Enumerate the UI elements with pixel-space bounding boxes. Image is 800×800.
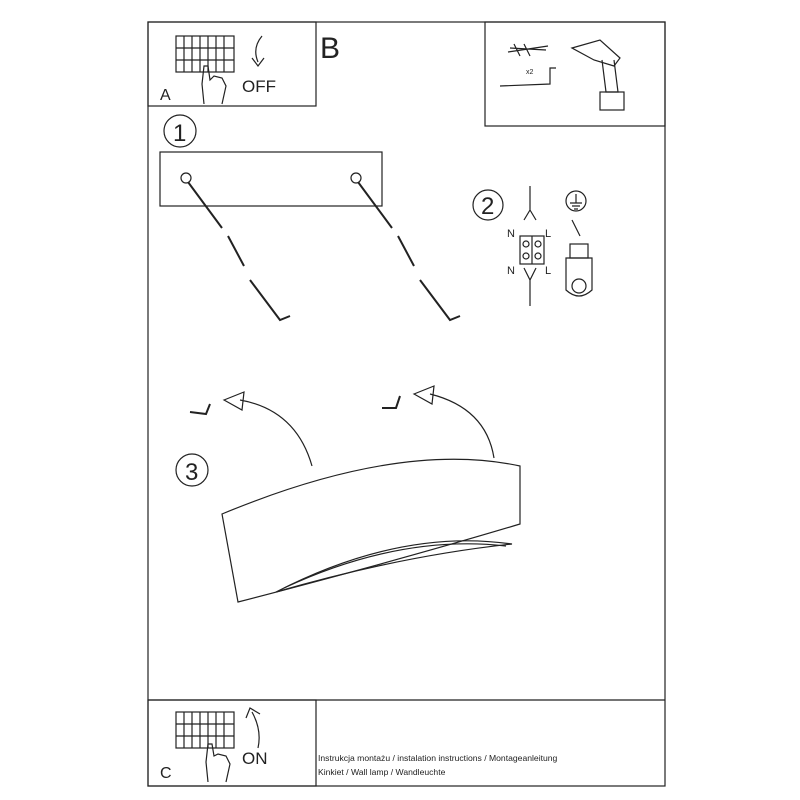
fuse-box-icon — [175, 35, 235, 73]
arrow-down-icon — [251, 35, 265, 67]
right-hook-icon — [382, 395, 401, 409]
wall-plug-icon — [507, 43, 549, 57]
panel-c-on-label: ON — [242, 749, 268, 768]
wire-live-in: L — [545, 228, 551, 240]
left-mount-arrow — [222, 391, 313, 467]
panel-b-letter: B — [320, 32, 340, 65]
ground-terminal-icon — [565, 219, 593, 297]
step-2-number: 2 — [481, 193, 494, 220]
right-mount-arrow — [412, 385, 495, 459]
panel-a-switch-off: A OFF — [147, 21, 317, 107]
wall-plate — [159, 151, 383, 207]
terminal-block-icon — [519, 186, 545, 306]
right-fixing-set — [350, 172, 461, 322]
hand-icon — [205, 743, 231, 783]
arrow-up-icon — [245, 707, 261, 749]
footer-subtitle: Kinkiet / Wall lamp / Wandleuchte — [318, 767, 446, 777]
page-frame — [147, 21, 666, 787]
footer-title: Instrukcja montażu / instalation instruc… — [318, 753, 558, 763]
panel-c-switch-on: C ON — [147, 699, 317, 787]
quantity-label: x2 — [526, 69, 534, 76]
drill-icon — [570, 39, 625, 111]
step-2-badge — [472, 189, 504, 221]
panel-a-letter: A — [160, 87, 171, 104]
left-fixing-set — [180, 172, 291, 322]
fuse-box-icon — [175, 711, 235, 749]
step-1-number: 1 — [173, 120, 186, 147]
wall-lamp-drawing — [221, 458, 521, 603]
panel-c-letter: C — [160, 765, 172, 782]
panel-tools: x2 — [484, 21, 666, 127]
panel-a-off-label: OFF — [242, 77, 276, 96]
step-3-badge — [175, 453, 209, 487]
ground-symbol-icon — [565, 190, 587, 212]
hook-screw-icon — [499, 67, 556, 87]
left-hook-icon — [189, 403, 211, 416]
step-1-badge — [163, 114, 197, 148]
wire-neutral-in: N — [507, 228, 515, 240]
wire-neutral-out: N — [507, 265, 515, 277]
hand-icon — [201, 65, 227, 105]
wire-live-out: L — [545, 265, 551, 277]
step-3-number: 3 — [185, 459, 198, 486]
